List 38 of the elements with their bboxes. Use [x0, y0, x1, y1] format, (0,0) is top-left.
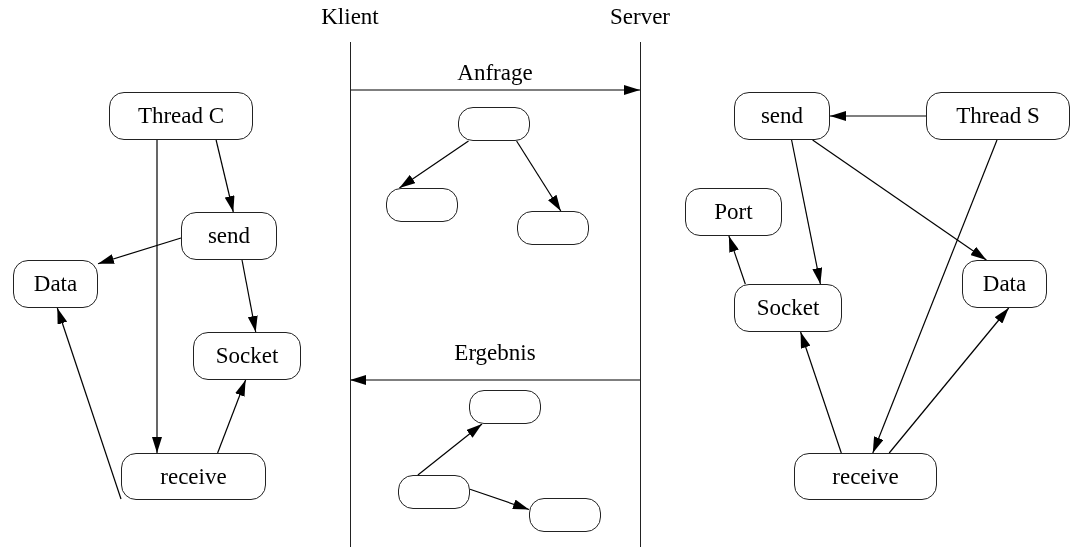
arrow	[872, 139, 998, 454]
empty-rounded-box	[458, 107, 530, 141]
arrow	[417, 423, 483, 476]
process-box: Data	[13, 260, 98, 308]
process-box: Socket	[734, 284, 842, 332]
arrow	[829, 111, 927, 121]
arrow	[800, 331, 842, 454]
arrow	[728, 235, 746, 285]
arrow	[469, 488, 530, 511]
empty-rounded-box	[386, 188, 458, 222]
arrow	[791, 139, 823, 285]
arrow	[241, 259, 258, 333]
arrow	[349, 85, 641, 95]
arrow	[215, 139, 235, 213]
process-box: Socket	[193, 332, 301, 380]
process-box: send	[734, 92, 830, 140]
arrow	[398, 140, 470, 189]
empty-rounded-box	[529, 498, 601, 532]
process-box: Thread C	[109, 92, 253, 140]
arrow	[888, 307, 1010, 454]
process-box: Port	[685, 188, 782, 236]
lifeline-label: Server	[610, 4, 670, 30]
process-box: receive	[121, 453, 266, 500]
arrow	[812, 139, 987, 261]
arrow	[97, 237, 182, 265]
arrow	[349, 375, 641, 385]
arrow	[152, 139, 162, 454]
arrow	[217, 379, 247, 454]
process-box: receive	[794, 453, 937, 500]
process-box: Data	[962, 260, 1047, 308]
empty-rounded-box	[469, 390, 541, 424]
process-box: send	[181, 212, 277, 260]
empty-rounded-box	[517, 211, 589, 245]
arrow	[56, 307, 122, 500]
process-box: Thread S	[926, 92, 1070, 140]
lifeline-label: Klient	[321, 4, 379, 30]
empty-rounded-box	[398, 475, 470, 509]
arrow	[516, 140, 562, 212]
